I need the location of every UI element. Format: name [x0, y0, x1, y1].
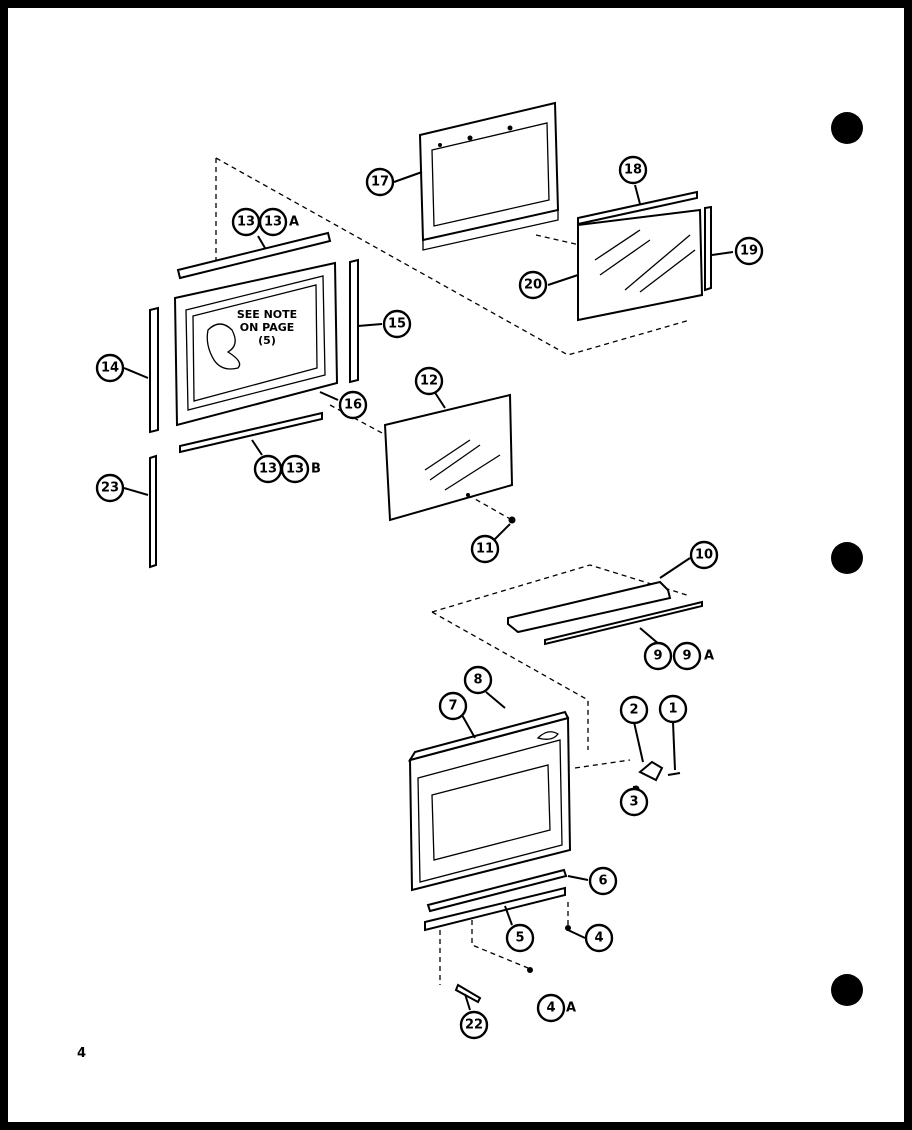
callout-13-13a: 13 13 A: [231, 207, 299, 237]
callout-leaders: [123, 171, 734, 1011]
part-8-clip: [536, 731, 559, 740]
callout-4: 4: [584, 923, 614, 953]
part-4a-screw: [527, 967, 533, 973]
callout-9-suffix: A: [704, 649, 714, 664]
part-4-screw: [565, 925, 571, 931]
see-note-line-2: ON PAGE: [240, 321, 295, 334]
svg-text:13: 13: [286, 462, 304, 477]
svg-text:5: 5: [515, 931, 524, 946]
part-16-door-frame: SEE NOTE ON PAGE (5): [173, 261, 339, 427]
callout-17: 17: [365, 167, 395, 197]
callout-22: 22: [459, 1010, 489, 1040]
part-6-bottom-strip: [426, 868, 568, 913]
svg-text:14: 14: [101, 361, 119, 376]
svg-text:19: 19: [740, 244, 758, 259]
callout-12: 12: [414, 366, 444, 396]
callout-9-first: 9: [643, 641, 673, 671]
callout-13-top-second: 13: [258, 207, 288, 237]
part-14-left-side-rail: [149, 306, 159, 434]
svg-text:3: 3: [629, 795, 638, 810]
svg-text:1: 1: [668, 702, 677, 717]
callout-20: 20: [518, 270, 548, 300]
svg-text:10: 10: [695, 548, 713, 563]
part-10-channel: [507, 580, 672, 634]
svg-text:4: 4: [594, 931, 603, 946]
callout-1: 1: [658, 694, 688, 724]
callout-16: 16: [338, 390, 368, 420]
callout-9-second: 9: [672, 641, 702, 671]
callout-23: 23: [95, 473, 125, 503]
callout-15: 15: [382, 309, 412, 339]
callout-4a-circle: 4: [536, 993, 566, 1023]
page-number: 4: [77, 1046, 86, 1061]
svg-text:22: 22: [465, 1018, 483, 1033]
svg-text:20: 20: [524, 278, 542, 293]
binder-hole-bottom: [831, 974, 863, 1006]
callout-13-bottom-first: 13: [253, 454, 283, 484]
svg-text:16: 16: [344, 398, 362, 413]
callout-5: 5: [505, 923, 535, 953]
svg-text:23: 23: [101, 481, 119, 496]
svg-text:8: 8: [473, 673, 482, 688]
callout-19: 19: [734, 236, 764, 266]
part-20-outer-glass: [577, 208, 704, 322]
part-1-pin: [667, 772, 681, 776]
part-23-vertical-strip: [149, 454, 157, 569]
callout-13-13b: 13 13 B: [253, 454, 321, 484]
callout-13-top-first: 13: [231, 207, 261, 237]
callout-4a-suffix: A: [566, 1001, 576, 1016]
callout-7: 7: [438, 691, 468, 721]
part-22-screw: [454, 983, 482, 1004]
see-note-line-1: SEE NOTE: [237, 308, 297, 321]
svg-text:12: 12: [420, 374, 438, 389]
svg-text:13: 13: [264, 215, 282, 230]
part-7-lower-door-body: [407, 710, 572, 892]
svg-text:18: 18: [624, 163, 642, 178]
svg-text:9: 9: [653, 649, 662, 664]
binder-hole-top: [831, 112, 863, 144]
part-13b-bottom-frame-rail: [179, 411, 323, 454]
svg-text:13: 13: [259, 462, 277, 477]
svg-text:15: 15: [388, 317, 406, 332]
part-19-side-trim: [704, 205, 712, 292]
callout-4a: 4 A: [536, 993, 576, 1023]
svg-text:9: 9: [682, 649, 691, 664]
part-15-right-side-rail: [349, 258, 359, 384]
part-5-kick-plate: [424, 886, 566, 932]
part-12-glass-panel: [383, 393, 514, 522]
svg-text:6: 6: [598, 874, 607, 889]
callout-6: 6: [588, 866, 618, 896]
callout-13-bottom-suffix: B: [311, 462, 321, 477]
svg-text:2: 2: [629, 703, 638, 718]
callout-13-bottom-second: 13: [280, 454, 310, 484]
part-17-inner-door-panel: [418, 101, 560, 251]
exploded-view-diagram: SEE NOTE ON PAGE (5): [77, 101, 863, 1061]
callout-3: 3: [619, 787, 649, 817]
callout-13-top-suffix: A: [289, 215, 299, 230]
callout-8: 8: [463, 665, 493, 695]
callout-2: 2: [619, 695, 649, 725]
part-11-screw: [508, 516, 516, 524]
part-13a-top-frame-rail: [176, 231, 332, 280]
svg-text:13: 13: [237, 215, 255, 230]
part-9-seal-strip: [544, 600, 703, 646]
callout-9-9a: 9 9 A: [643, 641, 714, 671]
callout-10: 10: [689, 540, 719, 570]
svg-text:11: 11: [476, 542, 494, 557]
part-18-top-trim: [577, 190, 698, 226]
svg-text:7: 7: [448, 699, 457, 714]
svg-text:4: 4: [546, 1001, 555, 1016]
callout-11: 11: [470, 534, 500, 564]
parts-diagram-sheet: SEE NOTE ON PAGE (5): [8, 8, 904, 1122]
callout-14: 14: [95, 353, 125, 383]
see-note-line-3: (5): [258, 334, 276, 347]
part-2-bracket: [638, 760, 664, 782]
svg-text:17: 17: [371, 175, 389, 190]
binder-hole-middle: [831, 542, 863, 574]
callout-18: 18: [618, 155, 648, 185]
